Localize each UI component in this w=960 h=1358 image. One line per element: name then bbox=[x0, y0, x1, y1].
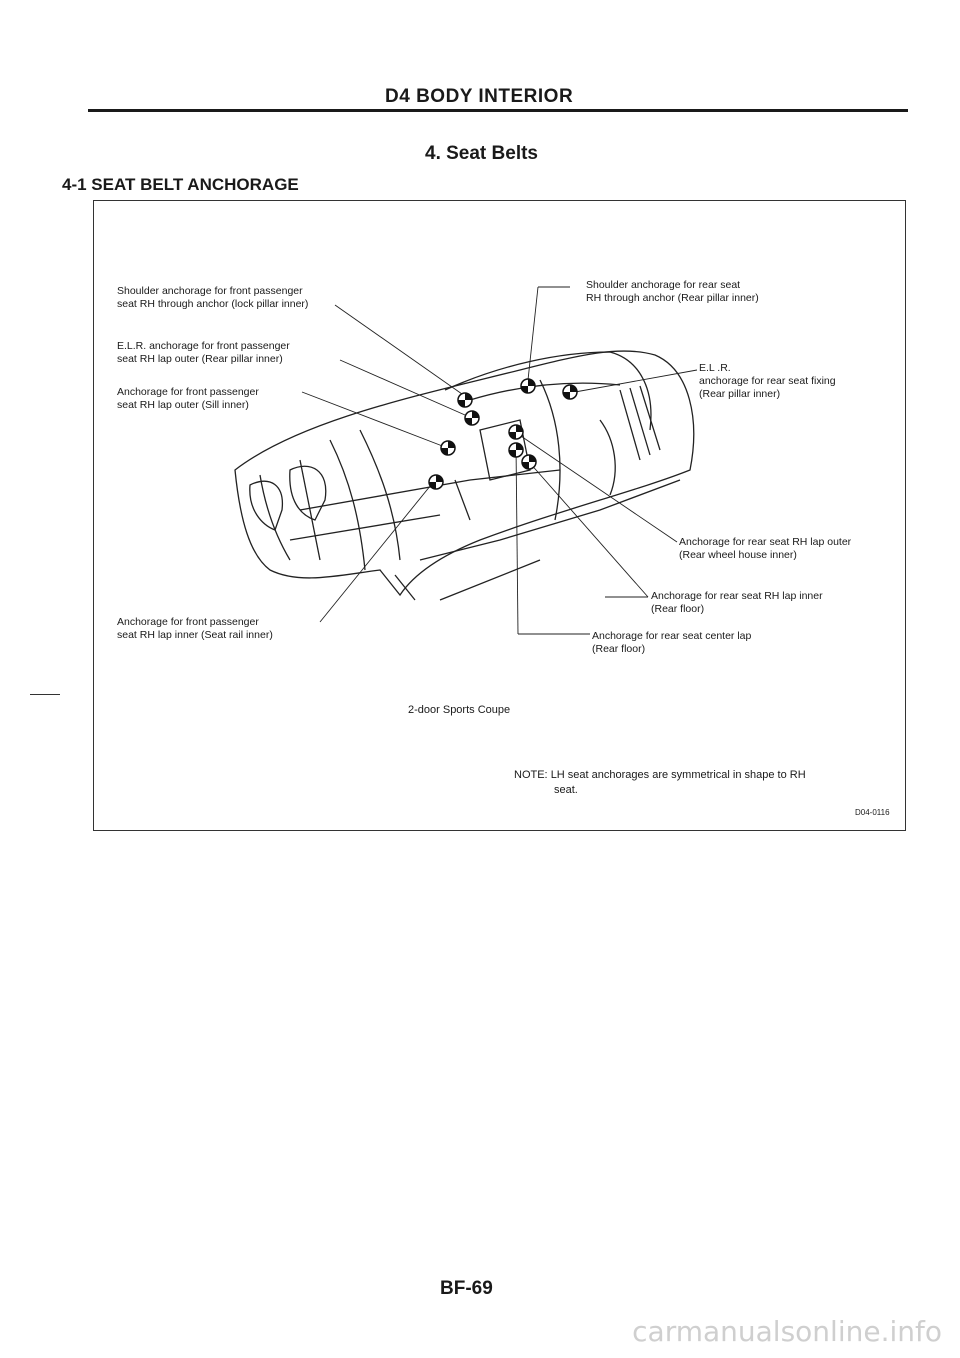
anchor-marker bbox=[520, 378, 536, 394]
anchor-marker bbox=[508, 442, 524, 458]
callout-shoulder-rear: Shoulder anchorage for rear seat RH thro… bbox=[586, 279, 759, 304]
callout-anchor-front-rail: Anchorage for front passenger seat RH la… bbox=[117, 616, 273, 641]
leader-lines bbox=[301, 286, 698, 635]
callout-shoulder-front: Shoulder anchorage for front passenger s… bbox=[117, 285, 309, 310]
anchor-markers bbox=[428, 378, 578, 490]
watermark: carmanualsonline.info bbox=[632, 1315, 942, 1348]
anchor-marker bbox=[464, 410, 480, 426]
figure-code: D04-0116 bbox=[855, 808, 890, 817]
anchor-marker bbox=[457, 392, 473, 408]
note-label: NOTE: bbox=[514, 769, 548, 781]
car-body-outline bbox=[234, 350, 695, 601]
figure-note: NOTE: LH seat anchorages are symmetrical… bbox=[514, 768, 844, 798]
callout-anchor-rear-inner: Anchorage for rear seat RH lap inner (Re… bbox=[651, 590, 823, 615]
anchor-marker bbox=[508, 424, 524, 440]
header-rule bbox=[88, 109, 908, 112]
note-text: LH seat anchorages are symmetrical in sh… bbox=[550, 769, 806, 781]
subsection-title: 4-1 SEAT BELT ANCHORAGE bbox=[62, 175, 299, 194]
callout-anchor-rear-outer: Anchorage for rear seat RH lap outer (Re… bbox=[679, 536, 852, 561]
anchor-marker bbox=[562, 384, 578, 400]
note-continuation: seat. bbox=[554, 784, 578, 796]
callout-anchor-front-sill: Anchorage for front passenger seat RH la… bbox=[117, 386, 259, 411]
margin-mark bbox=[30, 694, 60, 695]
anchor-marker bbox=[428, 474, 444, 490]
callout-anchor-rear-center: Anchorage for rear seat center lap (Rear… bbox=[592, 630, 752, 655]
chapter-title: 4. Seat Belts bbox=[425, 143, 538, 164]
figure-caption: 2-door Sports Coupe bbox=[408, 704, 511, 716]
anchor-marker bbox=[440, 440, 456, 456]
anchor-marker bbox=[521, 454, 537, 470]
section-header: D4 BODY INTERIOR bbox=[385, 86, 574, 107]
page-number: BF-69 bbox=[440, 1278, 493, 1299]
figure-frame bbox=[93, 200, 906, 831]
callout-elr-front: E.L.R. anchorage for front passenger sea… bbox=[117, 340, 290, 365]
callout-elr-rear: E.L .R. anchorage for rear seat fixing (… bbox=[699, 362, 836, 400]
